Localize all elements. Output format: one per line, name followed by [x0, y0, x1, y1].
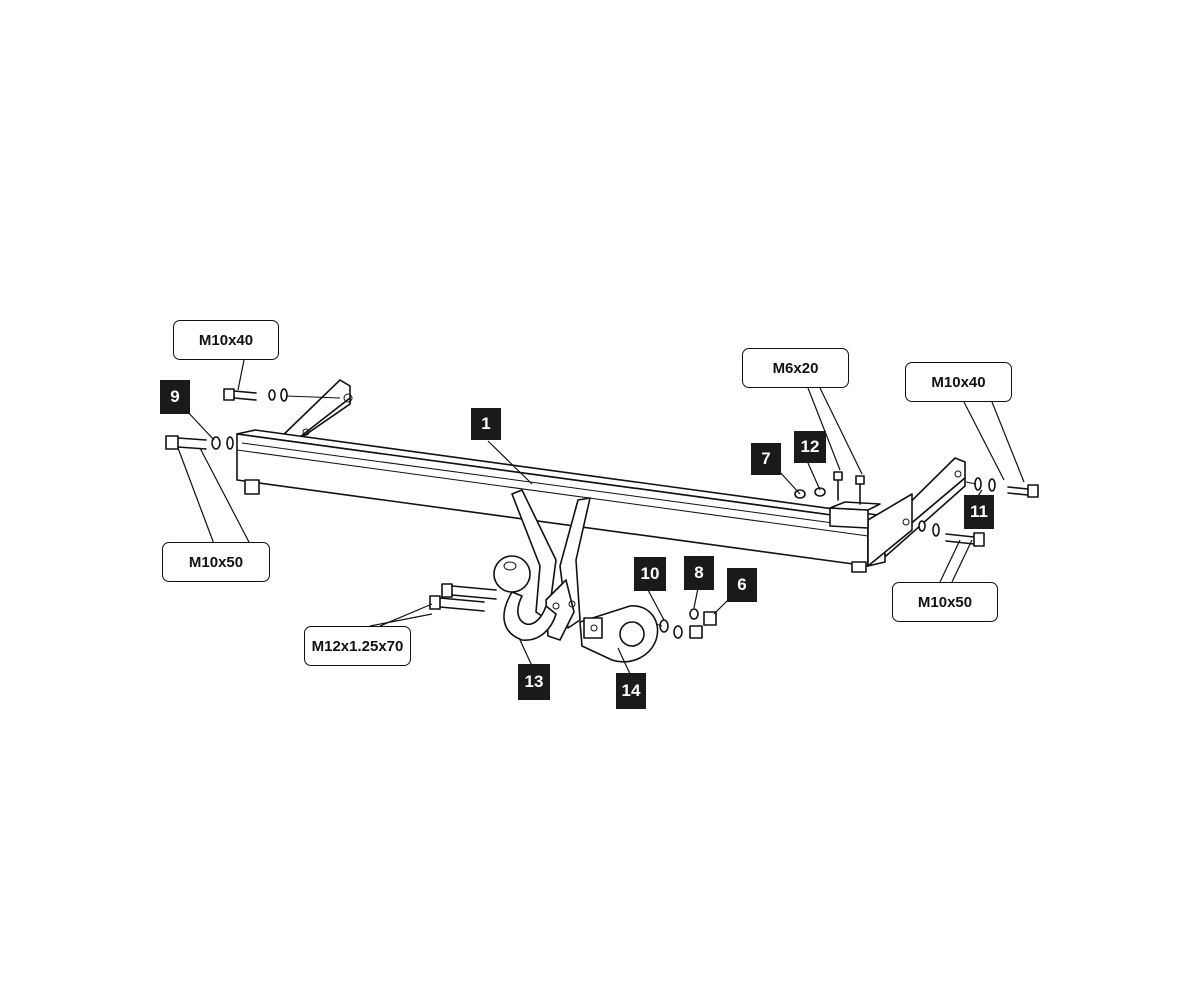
- bolt-right-upper: [965, 477, 1039, 498]
- callout-m10x50-left: M10x50: [162, 542, 270, 582]
- part-number-9: 9: [160, 380, 190, 414]
- hook-bolts: [429, 583, 497, 612]
- callout-m12x1-25x70: M12x1.25x70: [304, 626, 411, 666]
- callout-m10x50-right: M10x50: [892, 582, 998, 622]
- leader-lines: [177, 359, 1025, 675]
- callout-m6x20: M6x20: [742, 348, 849, 388]
- part-number-7: 7: [751, 443, 781, 475]
- bolt-left-lower: [165, 435, 234, 450]
- socket-plate: [579, 605, 659, 663]
- bolt-left-upper: [223, 388, 341, 402]
- part-number-12: 12: [794, 431, 826, 463]
- callout-m10x40-left: M10x40: [173, 320, 279, 360]
- callout-m10x40-right: M10x40: [905, 362, 1012, 402]
- part-number-13: 13: [518, 664, 550, 700]
- cable-bracket: [794, 471, 881, 529]
- main-crossbar: [236, 429, 886, 573]
- left-mounting-bracket: [277, 379, 353, 445]
- right-mounting-bracket: [867, 457, 966, 567]
- part-number-11: 11: [964, 495, 994, 529]
- bolt-right-lower: [918, 520, 985, 547]
- part-number-14: 14: [616, 673, 646, 709]
- tow-ball: [493, 555, 557, 641]
- part-number-8: 8: [684, 556, 714, 590]
- hook-mount-plates: [511, 489, 591, 641]
- socket-fasteners: [655, 608, 717, 639]
- part-number-10: 10: [634, 557, 666, 591]
- part-number-6: 6: [727, 568, 757, 602]
- part-number-1: 1: [471, 408, 501, 440]
